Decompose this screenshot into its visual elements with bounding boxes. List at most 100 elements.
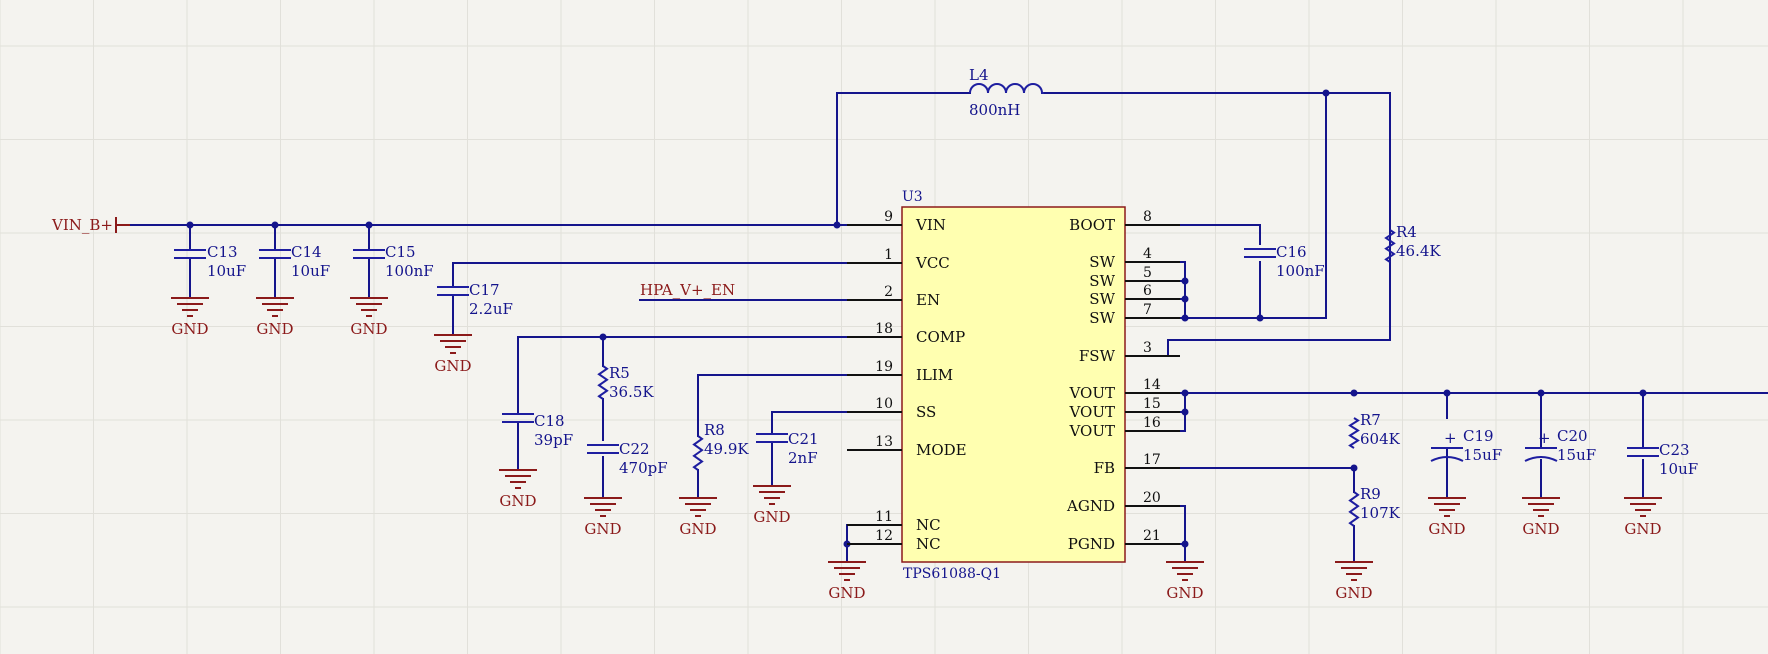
- ground-label: GND: [1166, 584, 1203, 602]
- pin-name: EN: [916, 291, 940, 309]
- ground-symbol: GND: [1522, 497, 1560, 538]
- ground-symbol: GND: [1166, 561, 1204, 602]
- port-vin-label: VIN_B+: [51, 216, 113, 234]
- pin-name: FB: [1094, 459, 1115, 477]
- ground-symbol: GND: [828, 561, 866, 602]
- ground-label: GND: [1335, 584, 1372, 602]
- pin-number: 5: [1143, 265, 1152, 281]
- ground-label: GND: [1428, 520, 1465, 538]
- pin-number: 16: [1143, 415, 1161, 431]
- ic-pin-vout-15[interactable]: 15 VOUT: [1068, 396, 1180, 421]
- value-label: 100nF: [385, 262, 434, 280]
- ground-symbol: GND: [256, 297, 294, 338]
- inductor-l4[interactable]: L4 800nH: [969, 66, 1044, 119]
- pin-name: NC: [916, 535, 941, 553]
- pin-name: VOUT: [1068, 403, 1115, 421]
- pin-name: SW: [1089, 272, 1115, 290]
- pin-number: 18: [875, 321, 893, 337]
- pin-name: SS: [916, 403, 936, 421]
- pin-name: SW: [1089, 253, 1115, 271]
- ground-label: GND: [434, 357, 471, 375]
- value-label: 107K: [1360, 504, 1401, 522]
- ref-label: R4: [1396, 223, 1417, 241]
- ground-symbol: GND: [350, 297, 388, 338]
- polarity-mark: +: [1444, 429, 1457, 447]
- value-label: 2nF: [788, 449, 818, 467]
- pin-number: 11: [875, 509, 893, 525]
- value-label: 100nF: [1276, 262, 1325, 280]
- ic-pin-sw-5[interactable]: 5 SW: [1089, 265, 1180, 290]
- pin-name: FSW: [1079, 347, 1116, 365]
- pin-name: PGND: [1068, 535, 1115, 553]
- pin-number: 17: [1143, 452, 1161, 468]
- value-label: 10uF: [291, 262, 330, 280]
- ic-pin-sw-6[interactable]: 6SW: [1089, 283, 1180, 308]
- ic-pin-ilim-19[interactable]: 19 ILIM: [847, 359, 953, 384]
- ref-label: C16: [1276, 243, 1307, 261]
- pin-number: 6: [1143, 283, 1152, 299]
- ic-pin-fsw-3[interactable]: 3 FSW: [1079, 340, 1180, 365]
- value-label: 36.5K: [609, 383, 654, 401]
- port-vin[interactable]: VIN_B+: [51, 216, 130, 234]
- l4-value: 800nH: [969, 101, 1020, 119]
- ref-label: R9: [1360, 485, 1381, 503]
- ic-ref: U3: [902, 189, 923, 205]
- ground-label: GND: [256, 320, 293, 338]
- ground-label: GND: [1624, 520, 1661, 538]
- ground-symbols: GND GND GND GND GND GND GND GND GND GND GND GND GND G…: [171, 297, 1662, 602]
- polarity-mark: +: [1538, 429, 1551, 447]
- pin-number: 3: [1143, 340, 1152, 356]
- ground-symbol: GND: [171, 297, 209, 338]
- ic-pin-sw-7[interactable]: 7SW: [1089, 302, 1180, 327]
- ref-label: C21: [788, 430, 819, 448]
- pin-name: SW: [1089, 309, 1115, 327]
- ground-symbol: GND: [679, 497, 717, 538]
- ground-label: GND: [828, 584, 865, 602]
- ground-label: GND: [499, 492, 536, 510]
- pin-number: 15: [1143, 396, 1161, 412]
- ic-pin-fb-17[interactable]: 17 FB: [1094, 452, 1180, 477]
- pin-number: 19: [875, 359, 893, 375]
- ground-symbol: GND: [753, 485, 791, 526]
- passive-components: C1310uFC1410uFC15100nFC16100nFC172.2uFC1…: [174, 223, 1698, 527]
- pin-name: ILIM: [916, 366, 953, 384]
- ref-label: R7: [1360, 411, 1381, 429]
- ic-pin-sw-4[interactable]: 4SW: [1089, 246, 1180, 271]
- ground-label: GND: [584, 520, 621, 538]
- pin-name: MODE: [916, 441, 967, 459]
- ref-label: C15: [385, 243, 416, 261]
- ic-body[interactable]: [901, 206, 1126, 563]
